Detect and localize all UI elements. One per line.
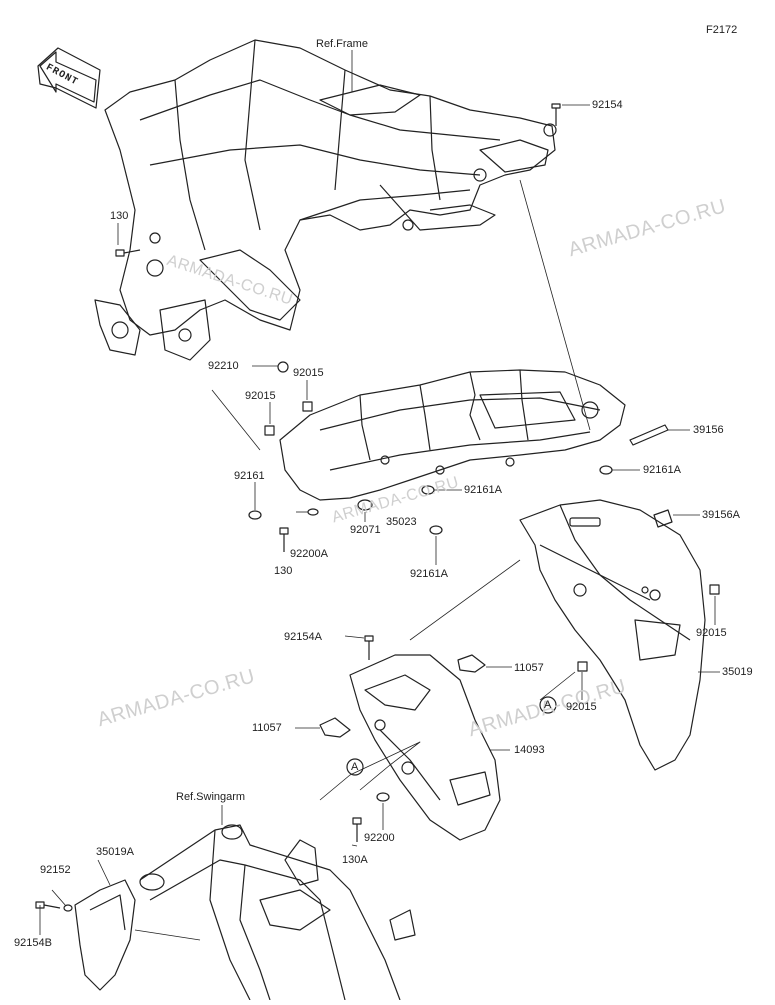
part-label-92161A[interactable]: 92161A	[643, 464, 681, 476]
ref-frame-label: Ref.Frame	[316, 38, 368, 50]
part-label-92154B[interactable]: 92154B	[14, 937, 52, 949]
part-label-92210[interactable]: 92210	[208, 360, 239, 372]
reference-a-marker	[539, 696, 557, 714]
part-label-92015[interactable]: 92015	[245, 390, 276, 402]
chain-guard	[74, 879, 136, 991]
part-label-92015[interactable]: 92015	[293, 367, 324, 379]
part-label-92015[interactable]: 92015	[566, 701, 597, 713]
part-label-92154A[interactable]: 92154A	[284, 631, 322, 643]
part-label-35019A[interactable]: 35019A	[96, 846, 134, 858]
part-label-92161A[interactable]: 92161A	[464, 484, 502, 496]
part-label-92161[interactable]: 92161	[234, 470, 265, 482]
part-label-130[interactable]: 130	[274, 565, 293, 577]
part-label-11057[interactable]: 11057	[514, 662, 544, 674]
part-label-92200[interactable]: 92200	[364, 832, 395, 844]
reference-a-right-label: A	[351, 761, 359, 773]
swingarm	[139, 824, 416, 1001]
part-label-92015[interactable]: 92015	[696, 627, 727, 639]
frame-assembly	[94, 39, 557, 361]
part-label-92152[interactable]: 92152	[40, 864, 71, 876]
reference-a-marker	[346, 758, 364, 776]
rear-subframe	[279, 369, 626, 501]
small-parts	[35, 103, 720, 912]
part-label-92154[interactable]: 92154	[592, 99, 623, 111]
front-arrow-icon	[37, 47, 101, 109]
part-label-92200A[interactable]: 92200A	[290, 548, 328, 560]
rear-fender	[519, 499, 706, 771]
part-label-92161A[interactable]: 92161A	[410, 568, 448, 580]
part-label-11057[interactable]: 11057	[252, 722, 282, 734]
part-label-130[interactable]: 130	[110, 210, 129, 222]
part-label-39156[interactable]: 39156	[693, 424, 724, 436]
inner-fender	[349, 654, 501, 841]
part-label-130A[interactable]: 130A	[342, 854, 368, 866]
part-label-92071[interactable]: 92071	[350, 524, 381, 536]
reference-a-left-label: A	[544, 699, 552, 711]
diagram-code: F2172	[706, 24, 738, 36]
part-label-39156A[interactable]: 39156A	[702, 509, 740, 521]
part-label-14093[interactable]: 14093	[514, 744, 545, 756]
part-label-35019[interactable]: 35019	[722, 666, 753, 678]
part-label-35023[interactable]: 35023	[386, 516, 417, 528]
ref-swingarm-label: Ref.Swingarm	[176, 791, 246, 803]
leader-lines	[39, 50, 720, 941]
